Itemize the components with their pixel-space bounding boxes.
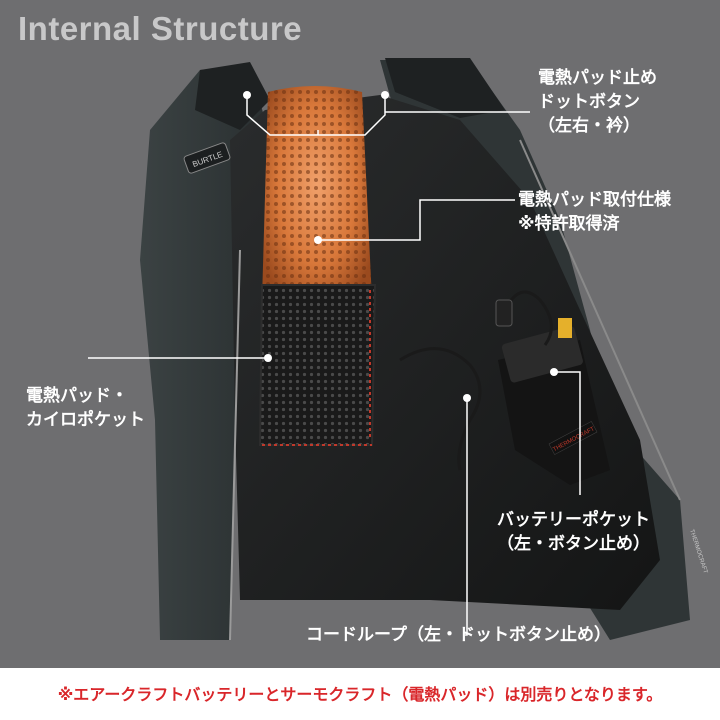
callout-snap-buttons-line2: ドットボタン — [538, 92, 640, 112]
brand-badge: BURTLE — [183, 142, 231, 174]
mesh-pocket — [258, 284, 377, 446]
callout-snap-buttons: 電熱パッド止め ドットボタン （左右・衿） — [538, 66, 657, 138]
callout-pad-mount: 電熱パッド取付仕様 ※特許取得済 — [518, 188, 671, 236]
callout-snap-buttons-line3: （左右・衿） — [538, 116, 640, 136]
zipper-tag-text: THERMOCRAFT — [688, 529, 708, 575]
callout-dots — [243, 91, 558, 402]
callout-pad-pocket: 電熱パッド・ カイロポケット — [26, 384, 145, 432]
callout-pad-mount-line1: 電熱パッド取付仕様 — [518, 190, 671, 210]
callout-battery-pocket-line2: （左・ボタン止め） — [497, 534, 650, 554]
cord-connector — [495, 299, 513, 327]
callout-cord-loop: コードループ（左・ドットボタン止め） — [306, 625, 611, 645]
footer-note-bar: ※エアークラフトバッテリーとサーモクラフト（電熱パッド）は別売りとなります。 — [0, 668, 720, 720]
vest-illustration: BURTLE THERMOCRAFT THERMOCRAFT — [88, 58, 708, 641]
heating-cord — [399, 290, 553, 471]
callout-pad-mount-line2: ※特許取得済 — [518, 214, 620, 234]
callout-battery-pocket: バッテリーポケット （左・ボタン止め） — [497, 508, 650, 556]
page-title: Internal Structure — [18, 10, 303, 47]
callout-snap-buttons-line1: 電熱パッド止め — [538, 68, 657, 88]
footer-note: ※エアークラフトバッテリーとサーモクラフト（電熱パッド）は別売りとなります。 — [57, 685, 663, 704]
zipper-tag: THERMOCRAFT — [688, 529, 708, 575]
callout-leader-lines — [88, 95, 581, 636]
callout-pad-pocket-line1: 電熱パッド・ — [26, 386, 128, 406]
callout-battery-pocket-line1: バッテリーポケット — [497, 510, 650, 530]
callout-pad-pocket-line2: カイロポケット — [26, 410, 145, 430]
